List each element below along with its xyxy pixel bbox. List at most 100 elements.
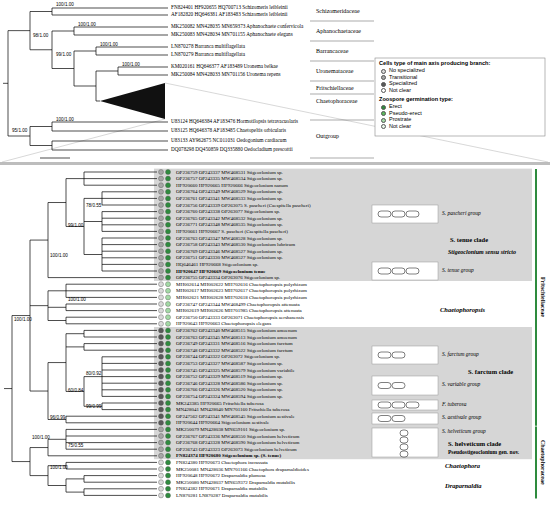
branch [102, 218, 157, 219]
leaf-label: FN824374 HF920680 Stigeoclonium sp. (S. … [176, 453, 281, 458]
branch [66, 429, 157, 430]
branch [8, 136, 30, 137]
germination-dot [166, 473, 171, 478]
branch [84, 475, 157, 476]
branch [66, 478, 84, 479]
cell-shape [392, 352, 405, 358]
leaf-label: HF920647 HF920669 Stigeoclonium tenue [176, 269, 266, 274]
germination-dot [166, 222, 171, 227]
cell-type-dot [159, 262, 164, 267]
cell-type-dot [159, 288, 164, 293]
branch [12, 315, 30, 316]
support-value: 99/0.99 [86, 405, 101, 410]
leaf-label: OP236763 OP243347 MW468528 Stigeoclonium… [176, 236, 283, 241]
cell-type-dot [159, 374, 164, 379]
cell-type-dot [159, 381, 164, 386]
branch [66, 323, 157, 324]
branch [30, 305, 48, 306]
branch [52, 8, 168, 9]
branch [118, 75, 168, 76]
leaf-label: OP236755 OP243334 OP263076 Stigeoclonium… [176, 275, 280, 280]
branch [84, 376, 102, 377]
family-separator [310, 81, 374, 82]
family-separator [310, 120, 374, 121]
branch [102, 264, 157, 265]
family-bar [535, 426, 537, 498]
cell-type-dot [159, 315, 164, 320]
branch [84, 350, 157, 351]
germination-dot [166, 321, 171, 326]
germination-dot [166, 275, 171, 280]
germination-dot [166, 427, 171, 432]
cell-type-dot [159, 222, 164, 227]
family-label: Uronemataceae [316, 68, 353, 74]
clade-label: S. farctum clade [468, 369, 513, 376]
support-value: 78/0.55 [86, 204, 101, 209]
leaf-label: OP236749 OP243331 MW468516 Stigeoclonium… [176, 341, 293, 346]
germination-dot [166, 420, 171, 425]
branch [30, 49, 52, 50]
cell-type-dot [159, 295, 164, 300]
leaf-label: MK250084 MN428033 MN701156 Uronema repen… [171, 72, 281, 77]
germination-dot [166, 302, 171, 307]
branch [102, 198, 157, 199]
support-value: 95/1.00 [12, 129, 27, 134]
leaf-label: HQ646461 HF920668 Stigeoclonium sp. [176, 262, 258, 267]
cell-box [372, 400, 438, 410]
leaf-label: OP236751 OP243330 MW468527 Stigeoclonium… [176, 255, 283, 260]
leaf-label: U83124 HQ646384 AF183476 Hormotilopsis t… [171, 119, 298, 124]
legend-title: Zoospore germination type: [379, 97, 453, 103]
leaf-label: OP236763 OP243345 MW468513 Stigeoclonium… [176, 335, 297, 340]
leaf-label: MK250081 MN428036 MN701166 Chaetophora d… [176, 467, 309, 472]
leaf-label: FN824382 HF920671 Draparnaldia mutabilis [176, 486, 267, 491]
branch [66, 317, 157, 318]
branch [84, 488, 157, 489]
leaf-label: FN824401 HF920655 HQ700713 Schizomeris l… [171, 5, 288, 10]
branch [66, 462, 157, 463]
cell-shape [400, 430, 408, 436]
leaf-label: OP236744 OP243322 OP263072 Stigeoclonium… [176, 354, 280, 359]
cell-shape [378, 402, 391, 408]
leaf-label: OP236766 OP243326 MW468520 Stigeoclonium… [176, 387, 283, 392]
germination-dot [166, 269, 171, 274]
branch [102, 383, 157, 384]
branch [48, 320, 66, 321]
group-label: S. helveticum group [442, 429, 486, 435]
germination-dot [166, 288, 171, 293]
branch [30, 11, 52, 12]
cell-type-dot [159, 321, 164, 326]
leaf-label: OP236745 OP243325 MW468579 Stigeoclonium… [176, 368, 295, 373]
germination-dot [166, 308, 171, 313]
scale-bar [40, 158, 70, 159]
legend-text: Not clear [389, 124, 411, 130]
clade-label: Stigeoclonium sensu stricto [448, 249, 516, 255]
cell-type-dot [159, 486, 164, 491]
germination-dot [166, 282, 171, 287]
cell-type-dot [159, 196, 164, 201]
support-value: 99/1.00 [56, 53, 71, 58]
branch [102, 251, 157, 252]
cell-box [372, 376, 438, 395]
branch [52, 141, 168, 142]
branch [102, 191, 157, 192]
panel-divider [0, 162, 550, 165]
family-separator [310, 94, 374, 95]
cell-type-dot [159, 460, 164, 465]
branch [30, 447, 48, 448]
germination-dot [166, 328, 171, 333]
leaf-label: OP236748 OP243332 MW468522 Stigeoclonium… [176, 348, 293, 353]
branch [102, 238, 157, 239]
branch [66, 304, 157, 305]
cell-shape [392, 211, 405, 217]
legend-text: Transitional [389, 75, 417, 81]
family-separator [310, 41, 374, 42]
branch [84, 198, 102, 199]
branch [74, 51, 96, 52]
branch [84, 221, 102, 222]
branch [84, 482, 157, 483]
cell-type-dot [159, 209, 164, 214]
legend-swatch [381, 82, 386, 87]
cell-type-dot [159, 275, 164, 280]
leaf-label: OP236756 OP243339 OP263075 S. pascheri (… [176, 203, 311, 208]
cell-shape [400, 451, 408, 457]
